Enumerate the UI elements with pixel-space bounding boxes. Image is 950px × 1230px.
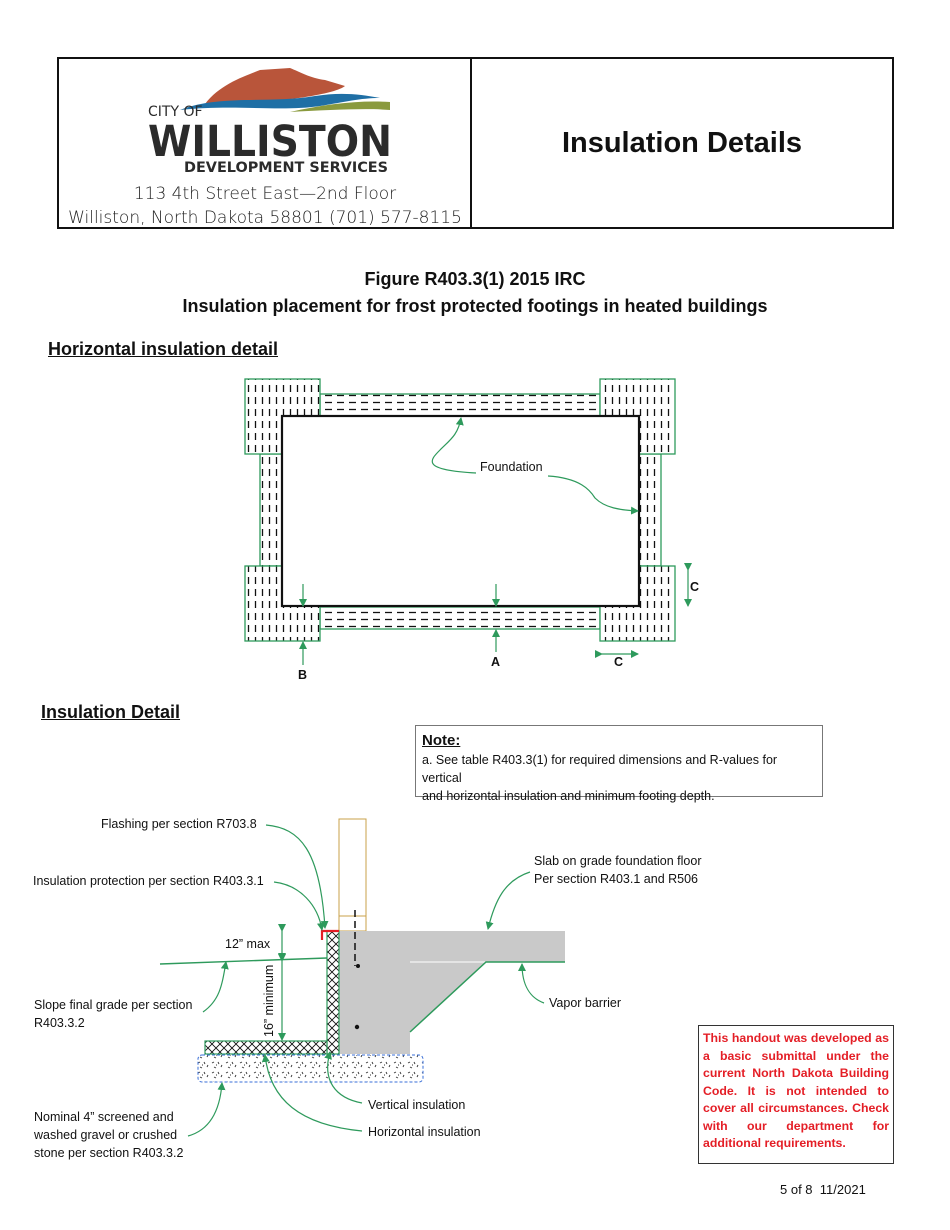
dim-a-label: A [491, 655, 500, 669]
revision-date: 11/2021 [819, 1182, 866, 1197]
slab-label-line-2: Per section R403.1 and R506 [534, 872, 698, 886]
left-insulation-strip [259, 453, 283, 567]
slope-label-line-2: R403.3.2 [34, 1016, 85, 1030]
williston-logo: CITY OF WILLISTON DEVELOPMENT SERVICES [148, 68, 392, 174]
horizontal-insulation-leader [261, 1054, 363, 1132]
rebar-lower [354, 1024, 360, 1030]
page-title: Insulation Details [561, 127, 803, 159]
dim-c-vertical-label: C [690, 580, 699, 594]
logo-mountain-shape [205, 68, 345, 104]
final-grade-line [159, 957, 328, 965]
foundation-leader-top [431, 417, 477, 474]
top-insulation-strip [319, 393, 601, 417]
logo-department: DEVELOPMENT SERVICES [184, 160, 388, 174]
gravel-label-line-2: washed gravel or crushed [34, 1128, 178, 1142]
logo-blue-wave [180, 93, 380, 110]
note-text-line-2: and horizontal insulation and minimum fo… [422, 789, 715, 803]
right-insulation-strip [638, 453, 662, 567]
flashing [320, 929, 339, 940]
note-text-line-1: a. See table R403.3(1) for required dime… [422, 753, 778, 785]
insulation-protection-leader [273, 881, 325, 931]
gravel-label-line-3: stone per section R403.3.2 [34, 1146, 184, 1160]
slope-label-line-1: Slope final grade per section [34, 998, 193, 1012]
flashing-label: Flashing per section R703.8 [101, 817, 257, 831]
foundation-leader-right [547, 475, 639, 515]
dim-c-horizontal-label: C [614, 655, 623, 669]
horizontal-insulation [204, 1040, 328, 1055]
vapor-barrier-line [409, 961, 565, 1033]
vertical-insulation [326, 930, 340, 1055]
note-title: Note: [422, 732, 461, 749]
gravel-bed [197, 1054, 424, 1083]
foundation-label: Foundation [480, 460, 543, 474]
logo-williston: WILLISTON [148, 117, 392, 167]
vapor-barrier-leader [518, 963, 545, 1004]
logo-city-of: CITY OF [148, 104, 203, 120]
page-footer: 5 of 8 11/2021 [780, 1182, 866, 1197]
note-box: Note: a. See table R403.3(1) for require… [415, 725, 823, 803]
slab-leader [485, 871, 531, 930]
vapor-barrier-label: Vapor barrier [549, 996, 622, 1010]
gravel-leader [187, 1082, 226, 1137]
horizontal-insulation-label: Horizontal insulation [368, 1125, 481, 1139]
header-divider [470, 57, 472, 229]
horizontal-detail-heading: Horizontal insulation detail [48, 339, 279, 359]
vertical-insulation-leader [324, 1051, 363, 1104]
label-12-max: 12” max [225, 937, 271, 951]
figure-title: Figure R403.3(1) 2015 IRC [364, 269, 586, 289]
disclaimer-box: This handout was developed as a basic su… [698, 1025, 894, 1164]
flashing-leader [265, 824, 329, 929]
vertical-insulation-label: Vertical insulation [368, 1098, 466, 1112]
address-line-1: 113 4th Street East—2nd Floor [133, 184, 397, 204]
figure-subtitle: Insulation placement for frost protected… [182, 296, 768, 316]
header-box [57, 57, 894, 229]
gravel-label-line-1: Nominal 4” screened and [34, 1110, 174, 1124]
wall-siding [338, 818, 367, 932]
logo-green-wave [290, 101, 390, 112]
insulation-protection-label: Insulation protection per section R403.3… [33, 874, 264, 888]
label-16-min: 16” minimum [262, 965, 276, 1037]
slope-leader [202, 961, 229, 1013]
insulation-detail-heading: Insulation Detail [41, 702, 181, 722]
slab-label-line-1: Slab on grade foundation floor [534, 854, 702, 868]
rebar-upper [356, 964, 360, 968]
dim-b-label: B [298, 668, 307, 682]
page-number: 5 of 8 [780, 1182, 813, 1197]
address-line-2: Williston, North Dakota 58801 (701) 577-… [68, 208, 462, 228]
foundation-outline [280, 414, 641, 608]
bottom-insulation-strip [319, 606, 601, 630]
